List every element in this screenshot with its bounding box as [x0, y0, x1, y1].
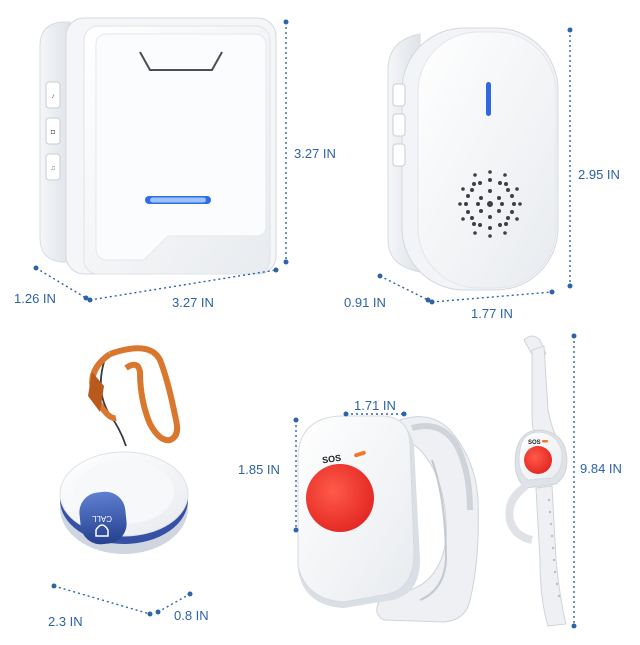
- closeup-width-label: 1.71 IN: [354, 398, 396, 413]
- oval-receiver-dimension-dots: [377, 27, 573, 305]
- oval-height-label: 2.95 IN: [578, 167, 620, 182]
- full-wrist-dimension-dots: [571, 333, 577, 629]
- pendant-call-button: CALL: [59, 345, 189, 554]
- sos-label-full: SOS: [528, 440, 541, 446]
- bell-icon: [95, 524, 109, 537]
- mode-button-icon: [45, 117, 61, 145]
- svg-text:♪: ♪: [51, 93, 55, 100]
- sos-label-closeup: SOS: [321, 453, 341, 466]
- pendant-diameter-label: 2.3 IN: [48, 614, 83, 629]
- oval-receiver: [387, 27, 559, 291]
- square-depth-label: 1.26 IN: [14, 291, 56, 306]
- closeup-height-label: 1.85 IN: [238, 462, 280, 477]
- oval-depth-label: 0.91 IN: [344, 295, 386, 310]
- sos-button: [306, 464, 374, 532]
- square-receiver: ♪ ◘ ♫: [39, 17, 277, 275]
- square-receiver-dimension-dots: [33, 19, 289, 303]
- music-button-icon: [45, 153, 61, 181]
- oval-status-led: [486, 82, 491, 116]
- svg-text:◘: ◘: [51, 129, 55, 136]
- volume-button-icon: [45, 81, 61, 109]
- pendant-depth-label: 0.8 IN: [174, 608, 209, 623]
- pendant-dimension-dots: [51, 583, 193, 617]
- square-height-label: 3.27 IN: [294, 146, 336, 161]
- pendant-button-label: CALL: [91, 514, 112, 523]
- square-receiver-dimension-lines: [35, 22, 287, 301]
- oval-receiver-dimension-lines: [379, 30, 571, 303]
- wrist-button-full: SOS: [505, 335, 568, 627]
- oval-width-label: 1.77 IN: [471, 306, 513, 321]
- closeup-dimension-lines: [295, 413, 404, 530]
- full-wrist-length-label: 9.84 IN: [580, 461, 622, 476]
- pendant-dimension-lines: [53, 585, 191, 615]
- square-width-label: 3.27 IN: [172, 295, 214, 310]
- closeup-dimension-dots: [293, 411, 407, 533]
- indicator-led: [354, 450, 366, 458]
- speaker-grille-icon: [458, 170, 522, 238]
- svg-text:♫: ♫: [50, 165, 55, 172]
- wrist-button-closeup: SOS: [297, 415, 479, 623]
